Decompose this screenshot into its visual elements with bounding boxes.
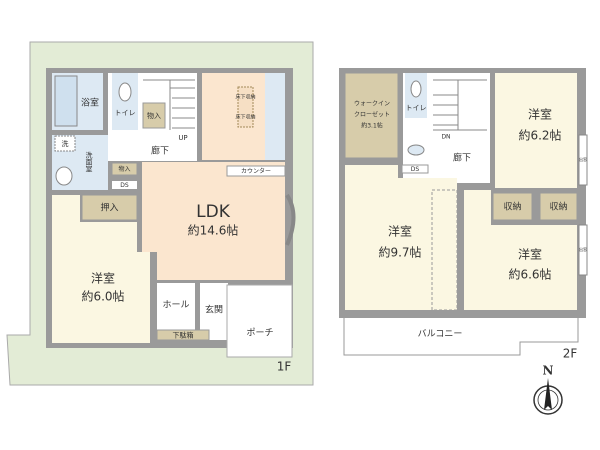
- room-c-entry: [464, 190, 491, 226]
- bay-window-1: [578, 134, 588, 186]
- counter: [226, 165, 286, 177]
- entrance-label: 玄関: [205, 304, 223, 316]
- counter-label: カウンター: [241, 167, 271, 175]
- western-room-b: [345, 165, 457, 310]
- floor-1: 浴室 トイレ 物入 UP 廊下 床下収納 床下収納 洗 洗面室 物入 DS カウ…: [46, 68, 296, 374]
- ldk-name: LDK: [196, 202, 231, 222]
- storage-1-label: 収納: [503, 201, 521, 213]
- ldk-size: 約14.6帖: [188, 223, 239, 238]
- hall-label: ホール: [162, 300, 189, 311]
- porch: [226, 284, 293, 358]
- wic-size: 約3.1帖: [361, 122, 383, 130]
- storage-1: [492, 192, 533, 221]
- underfloor-storage-1-label: 床下収納: [235, 94, 255, 101]
- room-a-size: 約6.2帖: [518, 128, 561, 143]
- western-room-1f: [52, 195, 150, 343]
- storage-small: [111, 162, 138, 176]
- underfloor-storage-2-label: 床下収納: [235, 114, 255, 121]
- dashed-outline: [431, 189, 458, 311]
- bay-window-2: [578, 224, 588, 276]
- storage-upper-label: 物入: [147, 111, 161, 120]
- room-c-size: 約6.6帖: [508, 267, 551, 282]
- sink-icon-2f: [407, 144, 425, 156]
- up-label: UP: [178, 134, 187, 142]
- bay-window-1-label: 出窓: [579, 156, 587, 162]
- floor-2-label: 2F: [563, 347, 578, 361]
- ds-label-2f: DS: [411, 166, 420, 173]
- hallway-label-2f: 廊下: [453, 152, 471, 164]
- bath-label: 浴室: [81, 97, 99, 109]
- toilet-label-2f: トイレ: [406, 104, 427, 112]
- wic-label-1: ウォークイン: [354, 100, 390, 108]
- shoe-box-label: 下駄箱: [173, 331, 194, 340]
- porch-label: ポーチ: [246, 328, 273, 339]
- room-c-name: 洋室: [518, 247, 542, 262]
- laundry-label: 洗: [62, 139, 69, 148]
- washroom-label: 洗面室: [85, 151, 93, 173]
- underfloor-storage: [237, 86, 254, 128]
- storage-2-label: 収納: [549, 201, 567, 213]
- room-name-1f: 洋室: [91, 271, 115, 286]
- ds-space: [112, 181, 137, 189]
- bathtub: [54, 75, 78, 127]
- walk-in-closet: [344, 72, 399, 159]
- bay-window-2-label: 出窓: [579, 246, 587, 252]
- storage-upper: [142, 102, 166, 129]
- room-b-size: 約9.7帖: [378, 245, 421, 260]
- balcony-label: バルコニー: [418, 329, 463, 340]
- room-b-name: 洋室: [388, 224, 412, 239]
- hallway-label: 廊下: [151, 145, 169, 157]
- bay-window-1f: [285, 193, 296, 246]
- toilet-icon: [118, 82, 132, 102]
- floor-2: バルコニー ウォークイン クローゼット 約3.1帖 トイレ DN 廊下 DS 洋…: [339, 68, 588, 361]
- wic-label-2: クローゼット: [354, 111, 390, 119]
- ds-label: DS: [120, 182, 129, 189]
- dn-label: DN: [441, 134, 450, 141]
- sink-icon: [55, 166, 73, 186]
- closet-label: 押入: [100, 202, 118, 214]
- closet: [81, 194, 138, 221]
- western-room-a: [495, 73, 577, 188]
- toilet-label: トイレ: [115, 109, 136, 117]
- compass-north-label: N: [543, 364, 554, 378]
- western-room-c: [464, 225, 577, 310]
- storage-2: [539, 192, 578, 221]
- shoe-box: [156, 329, 210, 341]
- compass-icon: N: [533, 364, 563, 415]
- ldk-room: [142, 162, 285, 280]
- kitchen-counter: [265, 73, 285, 160]
- stairs-icon-2f: [433, 79, 487, 131]
- ds-space-2f: [401, 164, 429, 174]
- room-a-name: 洋室: [528, 107, 552, 122]
- stairs-icon: [143, 79, 195, 130]
- toilet-icon-2f: [410, 80, 422, 98]
- storage-small-label: 物入: [118, 165, 130, 173]
- washer-space: [54, 135, 76, 152]
- room-size-1f: 約6.0帖: [81, 289, 124, 304]
- floor-1-label: 1F: [277, 360, 292, 374]
